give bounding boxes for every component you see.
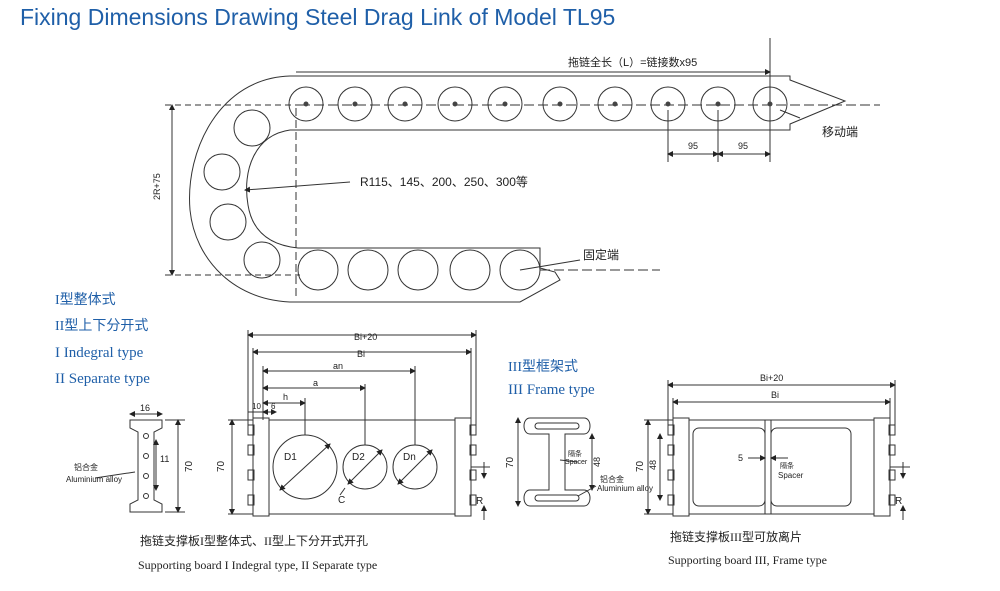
board-1-drawing: [228, 330, 490, 520]
plate-inner-label: 11: [160, 454, 169, 464]
side-plate-profile: [94, 411, 185, 513]
board3-r-label: R: [895, 496, 902, 507]
board3-bi20-label: Bi+20: [760, 373, 783, 383]
board1-6-label: 6: [271, 402, 276, 411]
chain-height-label: 2R+75: [152, 173, 162, 200]
type1-cn-label: I型整体式: [55, 292, 116, 308]
pitch-label-2: 95: [738, 141, 748, 151]
board1-bi-label: Bi: [357, 349, 365, 359]
type3-en-label: III Frame type: [508, 382, 595, 398]
frame-height-label: 70: [505, 456, 516, 468]
board1-r-label: R: [476, 496, 483, 507]
radius-options-label: R115、145、200、250、300等: [360, 175, 528, 189]
board1-caption-cn: 拖链支撑板I型整体式、II型上下分开式开孔: [140, 533, 368, 548]
chain-links-bend: [203, 109, 281, 279]
page-title: Fixing Dimensions Drawing Steel Drag Lin…: [20, 4, 616, 30]
chain-links-top: [288, 86, 788, 122]
board-3-drawing: [644, 380, 910, 520]
frame-spacer-cn: 隔条: [568, 449, 582, 458]
board1-h-label: h: [283, 392, 288, 402]
board1-c-label: C: [338, 495, 345, 506]
frame-inner-label: 48: [592, 457, 602, 467]
chain-links-bottom: [297, 249, 541, 291]
board1-height-label: 70: [216, 460, 227, 472]
type2-en-label: II Separate type: [55, 371, 150, 387]
board3-bi-label: Bi: [771, 390, 779, 400]
board1-d1-label: D1: [284, 452, 297, 463]
type2-cn-label: II型上下分开式: [55, 318, 148, 334]
board1-a-label: a: [313, 378, 318, 388]
moving-end-label: 移动端: [822, 125, 858, 139]
board3-inner-label: 48: [648, 460, 658, 470]
drag-chain-side-view: [165, 38, 880, 303]
board3-caption-cn: 拖链支撑板III型可放离片: [670, 529, 802, 544]
board3-five-label: 5: [738, 453, 743, 463]
frame-spacer-en: Spacer: [565, 459, 588, 466]
frame-plate-profile: [515, 417, 597, 507]
frame-material-en: Aluminium alloy: [597, 484, 653, 493]
plate-width-label: 16: [140, 403, 150, 413]
board1-bi20-label: Bi+20: [354, 332, 377, 342]
plate-material-cn: 铝合金: [74, 462, 98, 472]
total-length-label: 拖链全长（L）=链接数x95: [568, 55, 697, 69]
type3-cn-label: III型框架式: [508, 359, 578, 375]
board3-caption-en: Supporting board III, Frame type: [668, 553, 827, 567]
fixed-end-label: 固定端: [583, 247, 619, 262]
board1-an-label: an: [333, 361, 343, 371]
board3-height-label: 70: [635, 460, 646, 472]
pitch-label-1: 95: [688, 141, 698, 151]
board1-caption-en: Supporting board I Indegral type, II Sep…: [138, 558, 377, 572]
plate-material-en: Aluminium alloy: [66, 475, 122, 484]
plate-height-label: 70: [184, 460, 195, 472]
board1-d2-label: D2: [352, 452, 365, 463]
board1-dn-label: Dn: [403, 452, 416, 463]
type1-en-label: I Indegral type: [55, 345, 144, 361]
frame-material-cn: 铝合金: [600, 474, 624, 484]
board3-spacer-cn: 隔条: [780, 461, 794, 470]
board3-spacer-en: Spacer: [778, 471, 804, 480]
board1-10-label: 10: [252, 402, 261, 411]
